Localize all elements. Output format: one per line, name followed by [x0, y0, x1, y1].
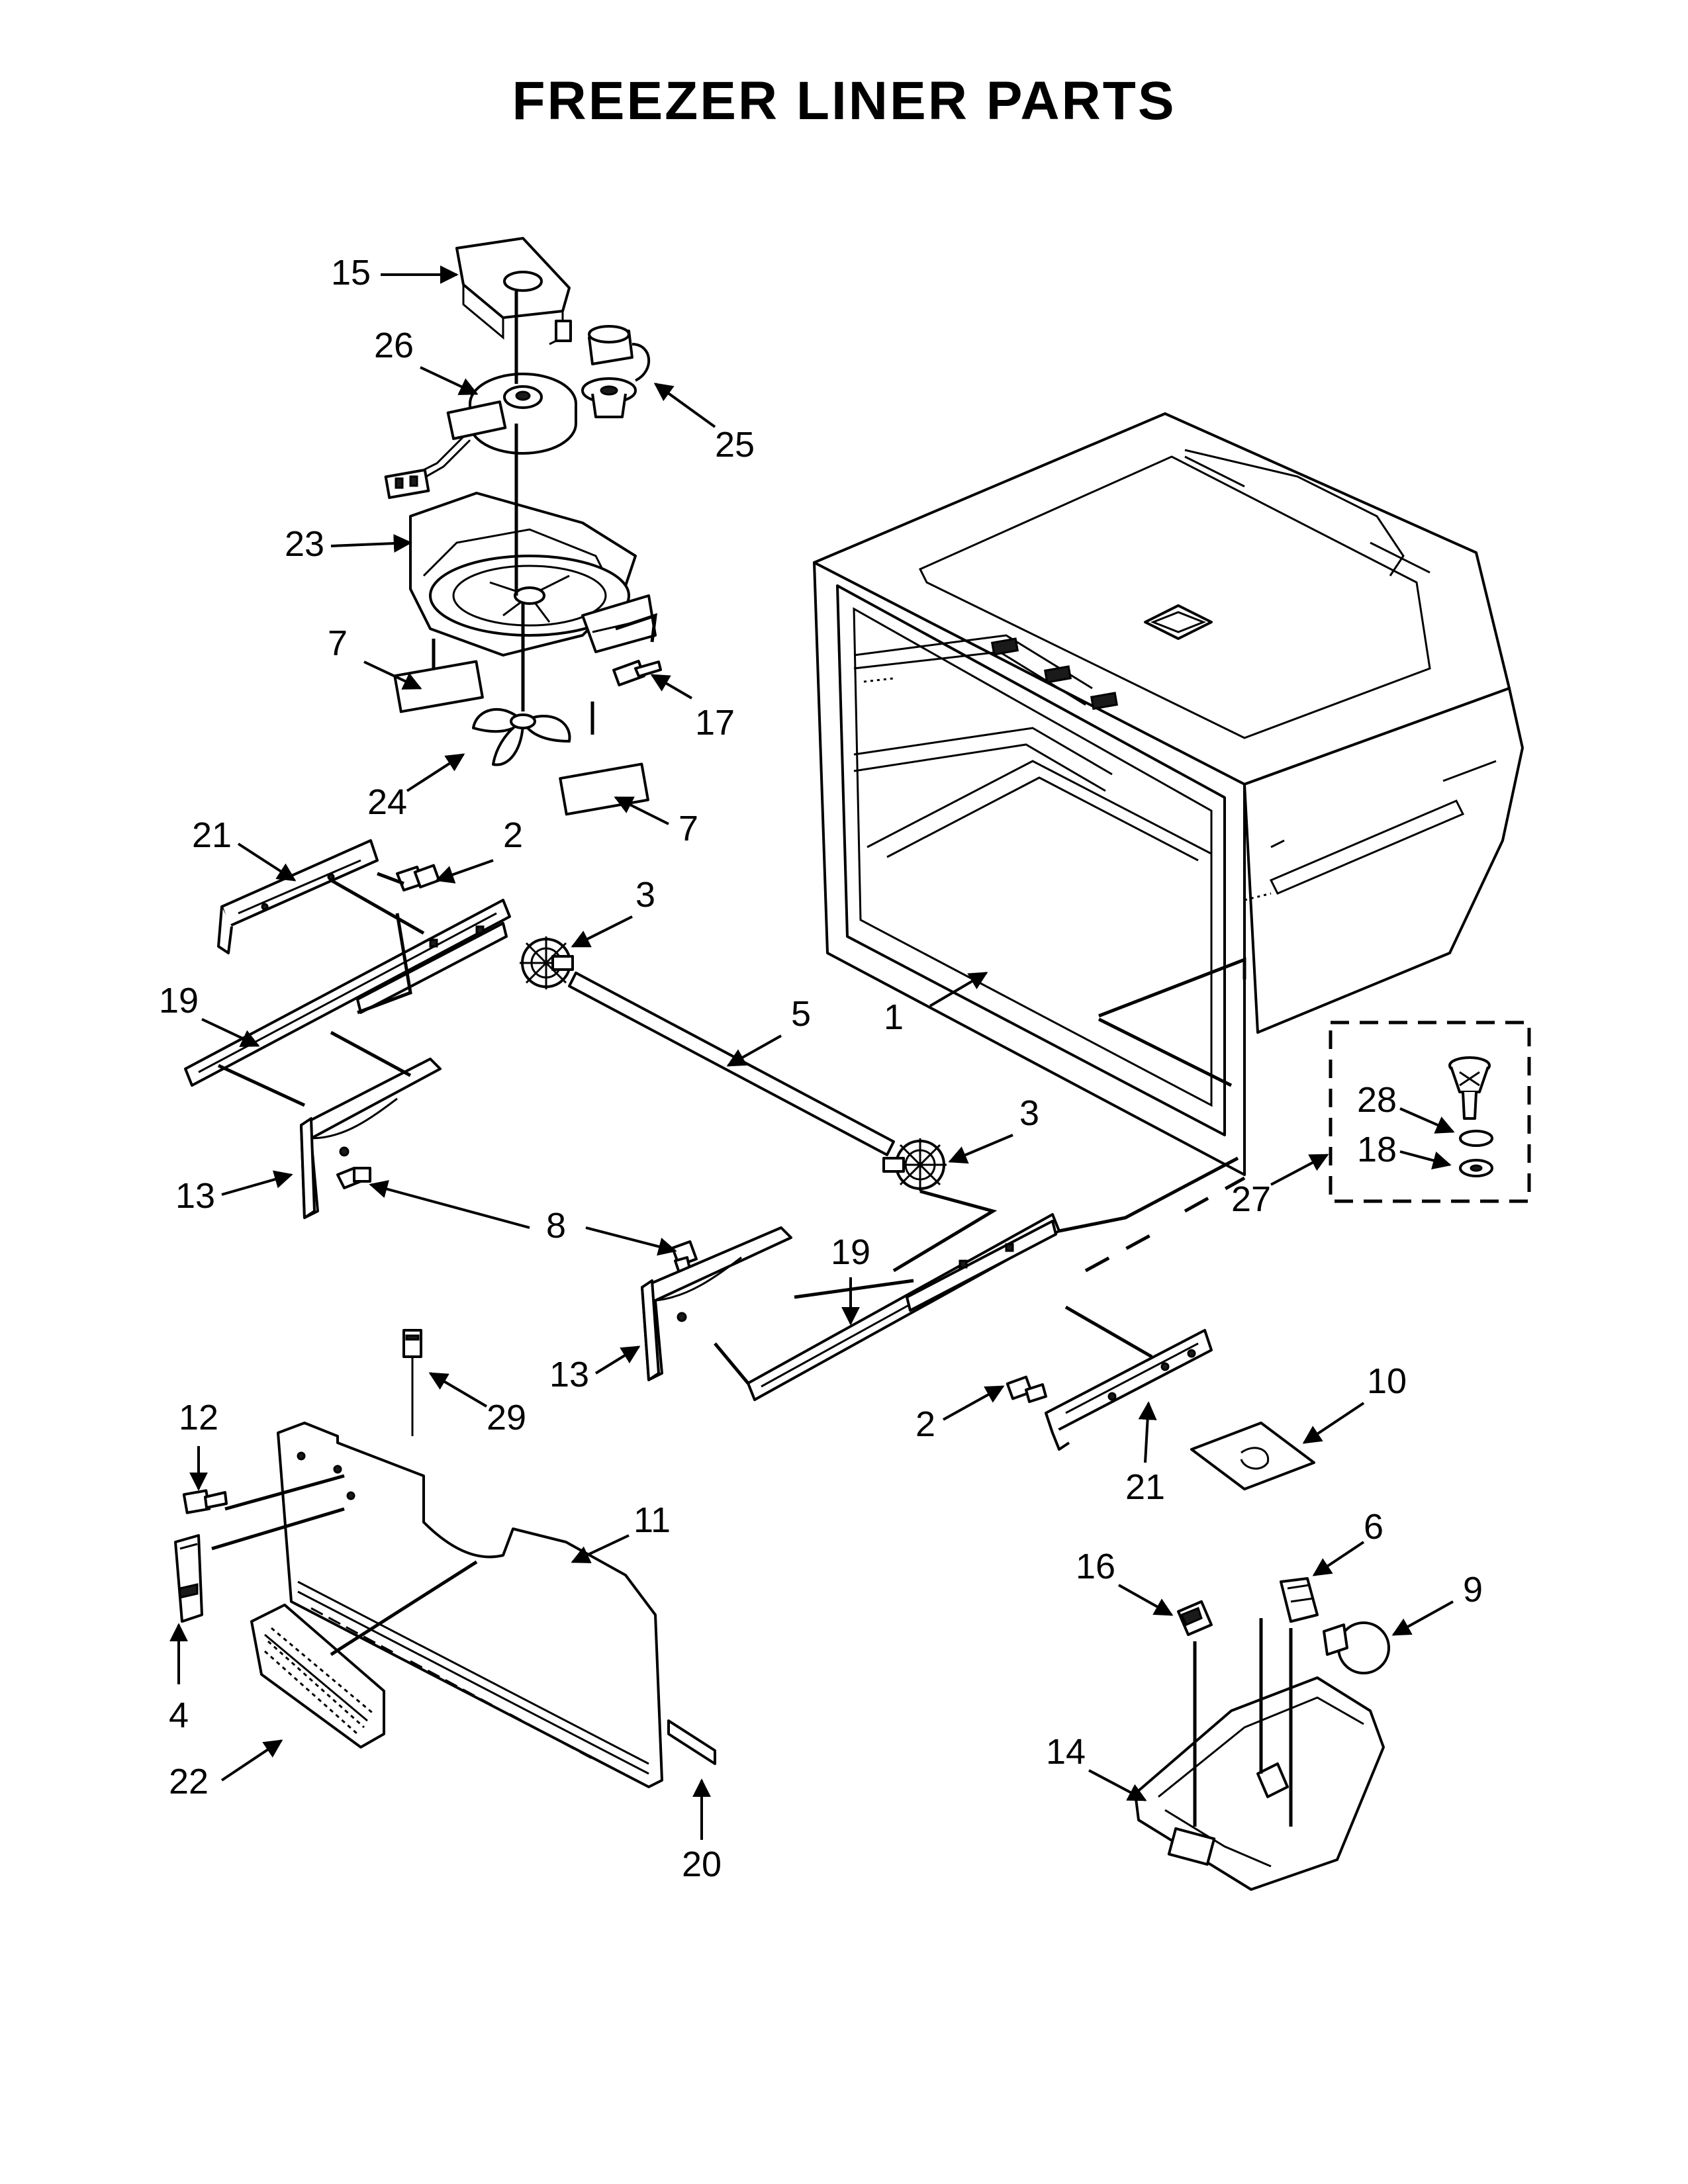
- callout-12: 12: [179, 1398, 218, 1437]
- callout-arrows: [169, 265, 1455, 1840]
- callout-26: 26: [374, 326, 414, 365]
- part-screw-12: [182, 1489, 228, 1514]
- part-light-bulb: [1323, 1621, 1390, 1674]
- callout-21-lower: 21: [1125, 1467, 1165, 1507]
- callout-7-left: 7: [328, 623, 348, 663]
- part-o-ring: [1459, 1130, 1493, 1147]
- part-fan-motor: [384, 373, 577, 499]
- callout-labels: 1 2 2 3 3 4 5 6 7 7 8 9 10 11 12 13 13 1…: [159, 253, 1483, 1884]
- part-light-socket: [1280, 1577, 1319, 1623]
- callout-2-upper: 2: [503, 815, 523, 855]
- callout-16: 16: [1076, 1547, 1115, 1586]
- part-screw-2-upper: [396, 864, 441, 891]
- callout-19-right: 19: [831, 1232, 870, 1272]
- part-fan-blade: [472, 708, 571, 766]
- part-light-housing: [1134, 1676, 1385, 1891]
- callout-1: 1: [884, 997, 904, 1037]
- part-gear-lower: [882, 1138, 947, 1191]
- part-sensor-cover: [174, 1534, 203, 1623]
- part-screw-8-left: [336, 1167, 371, 1189]
- callout-18: 18: [1357, 1130, 1397, 1169]
- callout-28: 28: [1357, 1080, 1397, 1120]
- part-screw-2-lower: [1006, 1375, 1047, 1403]
- callout-14: 14: [1046, 1732, 1086, 1772]
- part-slide-bracket-left: [300, 1058, 442, 1219]
- diagram-title: FREEZER LINER PARTS: [512, 71, 1176, 131]
- part-slide-rail-right: [747, 1213, 1060, 1401]
- callout-10: 10: [1367, 1361, 1407, 1401]
- part-drain-fitting: [1448, 1056, 1491, 1120]
- callout-22: 22: [169, 1762, 209, 1801]
- part-foam-strip: [667, 1719, 716, 1765]
- callout-8: 8: [546, 1206, 566, 1246]
- part-freezer-liner: [813, 412, 1524, 1176]
- part-fan-shroud: [409, 492, 657, 657]
- callout-6: 6: [1364, 1507, 1383, 1547]
- part-screw-17: [612, 659, 662, 687]
- service-kit-box: [1329, 1021, 1531, 1203]
- callout-13-right: 13: [549, 1355, 589, 1394]
- part-slide-bracket-right: [641, 1226, 792, 1381]
- part-rear-panel: [277, 1422, 663, 1788]
- callout-29: 29: [487, 1398, 526, 1437]
- callout-17: 17: [695, 703, 735, 743]
- callout-3-upper: 3: [635, 875, 655, 915]
- callout-3-lower: 3: [1019, 1093, 1039, 1133]
- callout-24: 24: [367, 782, 407, 822]
- callout-2-lower: 2: [915, 1404, 935, 1444]
- callout-13-left: 13: [175, 1176, 215, 1216]
- part-damper-sensor: [581, 325, 651, 418]
- callout-7-right: 7: [679, 809, 698, 848]
- callout-23: 23: [285, 524, 324, 564]
- part-light-switch: [1177, 1600, 1213, 1636]
- part-slide-mount-left: [217, 839, 379, 954]
- callout-15: 15: [331, 253, 371, 293]
- part-slide-mount-right: [1045, 1329, 1213, 1451]
- callout-5: 5: [791, 994, 811, 1034]
- part-motor-bracket: [455, 237, 572, 345]
- callout-27: 27: [1231, 1179, 1271, 1219]
- part-gear-upper: [520, 936, 574, 989]
- callout-11: 11: [633, 1500, 671, 1540]
- callout-4: 4: [169, 1696, 189, 1735]
- guide-lines: [211, 291, 1293, 1827]
- callout-9: 9: [1463, 1570, 1483, 1610]
- part-slide-rail-left: [184, 899, 511, 1087]
- part-sensor-29: [402, 1329, 422, 1436]
- part-installation-tag: [1190, 1422, 1315, 1490]
- part-washer: [1459, 1159, 1493, 1177]
- callout-19-left: 19: [159, 981, 199, 1021]
- callout-20: 20: [682, 1844, 722, 1884]
- part-foam-pad-left: [393, 660, 484, 713]
- part-return-grille: [250, 1604, 385, 1749]
- callout-21-upper: 21: [192, 815, 232, 855]
- callout-25: 25: [715, 425, 755, 465]
